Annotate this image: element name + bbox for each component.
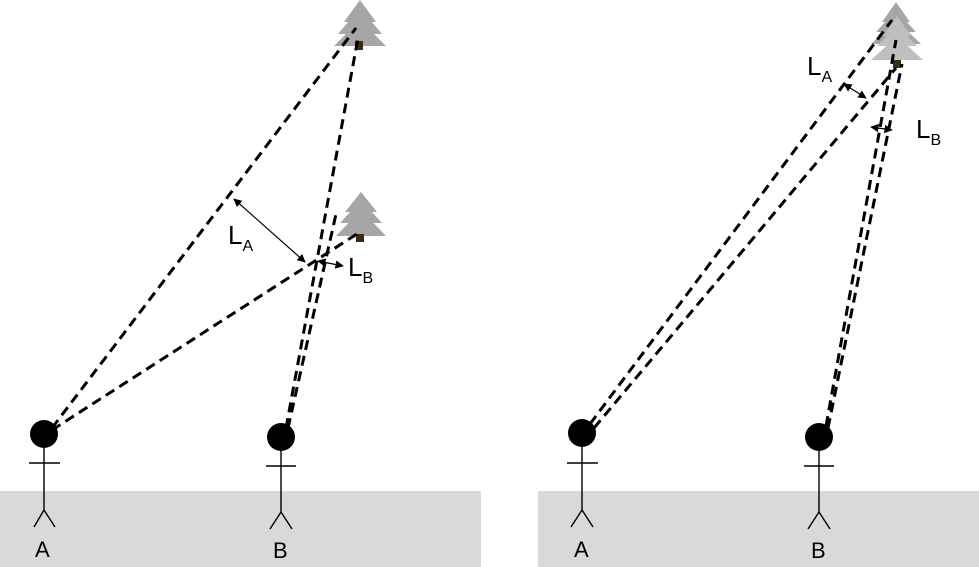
parallax-arrow-b-right <box>870 123 893 134</box>
label-l-a: LA <box>228 220 253 255</box>
observer-b-label-right: B <box>811 538 826 563</box>
parallax-arrow-a <box>233 198 306 263</box>
sightline-b-far-tree <box>284 37 360 429</box>
label-l-b: LB <box>348 252 373 287</box>
sightline-b-near-tree-right <box>826 63 904 429</box>
near-tree-icon <box>336 192 386 242</box>
right-panel: LA LB A B <box>538 2 979 567</box>
left-panel: LA LB A B <box>0 0 481 567</box>
left-ground <box>0 491 481 567</box>
observer-b-figure-right <box>804 423 834 530</box>
label-l-a-right: LA <box>807 51 832 86</box>
observer-b-label: B <box>273 538 288 563</box>
sightline-a-far-tree-right <box>588 19 894 425</box>
sightline-b-near-tree <box>286 213 338 429</box>
sightline-a-near-tree <box>51 230 361 432</box>
far-tree-icon <box>334 0 386 50</box>
parallax-arrow-a-right <box>843 83 867 99</box>
parallax-arrow-b <box>317 258 344 269</box>
label-l-b-right: LB <box>916 114 941 149</box>
observer-a-label: A <box>35 537 50 562</box>
observer-a-figure <box>29 420 60 528</box>
observer-a-figure-right <box>567 419 598 528</box>
observer-b-figure <box>266 423 296 530</box>
observer-a-label-right: A <box>574 537 589 562</box>
sightline-a-near-tree-right <box>592 67 898 429</box>
sightline-b-far-tree-right <box>824 39 898 427</box>
sightline-a-far-tree <box>50 27 358 429</box>
right-ground <box>538 491 979 567</box>
near-tree-icon-right <box>871 16 923 68</box>
